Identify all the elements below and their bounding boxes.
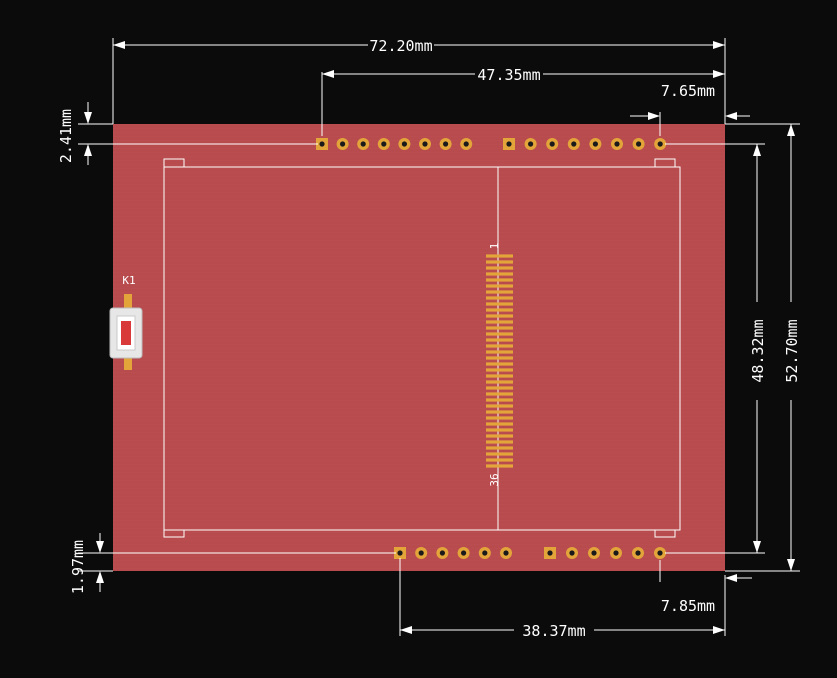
fpc-pin	[486, 272, 513, 276]
fpc-pin	[486, 392, 513, 396]
fpc-pin	[486, 398, 513, 402]
dim-header-span: 47.35mm	[477, 66, 540, 84]
header-pad-hole	[439, 550, 445, 556]
fpc-pin	[486, 332, 513, 336]
fpc-pin	[486, 308, 513, 312]
lcd-outline	[163, 158, 681, 538]
fpc-pin	[486, 350, 513, 354]
dim-overall-width: 72.20mm	[369, 37, 432, 55]
fpc-pin	[486, 302, 513, 306]
fpc-pin	[486, 416, 513, 420]
header-pad-hole	[397, 550, 403, 556]
dim-overall-height: 52.70mm	[783, 319, 801, 382]
fpc-pin	[486, 314, 513, 318]
fpc-pin	[486, 380, 513, 384]
header-pad-hole	[381, 141, 387, 147]
header-pad-hole	[360, 141, 366, 147]
header-pad-hole	[614, 141, 620, 147]
header-top-right	[503, 138, 667, 150]
fpc-pin	[486, 338, 513, 342]
header-top-left	[316, 138, 473, 150]
header-pad-hole	[528, 141, 534, 147]
dim-top-edge-offset: 2.41mm	[57, 109, 75, 163]
header-bottom-right	[544, 547, 666, 559]
header-pad-hole	[463, 141, 469, 147]
fpc-pin	[486, 446, 513, 450]
fpc-pin	[486, 266, 513, 270]
header-pad-hole	[613, 550, 619, 556]
header-pad-hole	[635, 550, 641, 556]
header-pad-hole	[503, 550, 509, 556]
dim-inner-height: 48.32mm	[749, 319, 767, 382]
dimension-lines	[78, 38, 800, 636]
fpc-connector	[486, 254, 513, 468]
header-pad-hole	[418, 550, 424, 556]
fpc-pin	[486, 344, 513, 348]
dim-top-right-offset: 7.65mm	[661, 82, 715, 100]
dimension-arrowheads	[84, 41, 795, 634]
fpc-pin	[486, 362, 513, 366]
header-pad-hole	[340, 141, 346, 147]
header-pad-hole	[443, 141, 449, 147]
fpc-pin-last-label: 36	[488, 473, 501, 486]
fpc-pin	[486, 422, 513, 426]
header-pad-hole	[636, 141, 642, 147]
header-pad-hole	[591, 550, 597, 556]
fpc-pin	[486, 404, 513, 408]
fpc-pin	[486, 464, 513, 468]
fpc-pin	[486, 254, 513, 258]
fpc-pin	[486, 428, 513, 432]
header-pad-hole	[482, 550, 488, 556]
dim-bottom-span: 38.37mm	[522, 622, 585, 640]
fpc-pin	[486, 434, 513, 438]
header-pad-hole	[547, 550, 553, 556]
fpc-pin	[486, 440, 513, 444]
dim-bottom-edge-offset: 1.97mm	[69, 540, 87, 594]
fpc-pin	[486, 458, 513, 462]
fpc-pin	[486, 290, 513, 294]
switch-k1: K1	[109, 274, 143, 370]
switch-reference-label: K1	[122, 274, 135, 287]
fpc-pin	[486, 368, 513, 372]
fpc-pin	[486, 452, 513, 456]
fpc-pin-first-label: 1	[488, 243, 501, 250]
header-pad-hole	[592, 141, 599, 147]
fpc-pin	[486, 260, 513, 264]
header-pad-hole	[549, 141, 555, 147]
fpc-pin	[486, 356, 513, 360]
header-pad-hole	[422, 141, 428, 147]
dim-bottom-right-offset: 7.85mm	[661, 597, 715, 615]
header-pad-hole	[569, 550, 575, 556]
header-pad-hole	[657, 550, 663, 556]
fpc-pin	[486, 284, 513, 288]
fpc-pin	[486, 410, 513, 414]
fpc-pin	[486, 386, 513, 390]
header-bottom-left	[394, 547, 512, 559]
header-pad-hole	[401, 141, 407, 147]
header-pad-hole	[319, 141, 325, 147]
header-pad-hole	[657, 141, 663, 147]
header-pad-hole	[461, 550, 467, 556]
fpc-pin	[486, 296, 513, 300]
fpc-pin	[486, 278, 513, 282]
pcb-board	[113, 124, 725, 571]
header-pad-hole	[571, 141, 577, 147]
fpc-pin	[486, 320, 513, 324]
header-pad-hole	[506, 141, 512, 147]
fpc-pin	[486, 374, 513, 378]
fpc-pin	[486, 326, 513, 330]
